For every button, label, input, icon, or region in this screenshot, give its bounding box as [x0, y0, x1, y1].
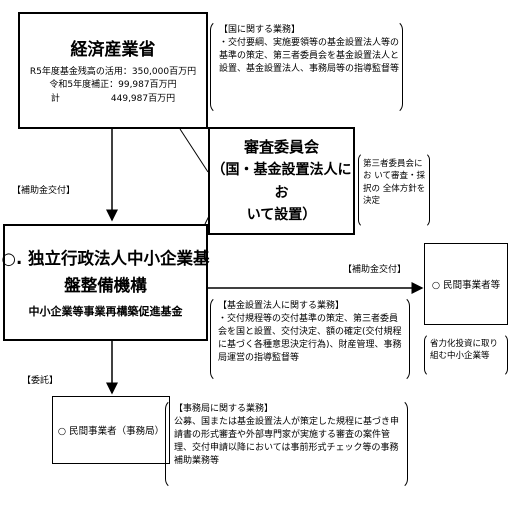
- national-note-heading: 【国に関する業務】: [219, 25, 301, 35]
- secretariat-note-body: 公募、国または基金設置法人が策定した規程に基づき申請書の形式審査や外部専門家が実…: [174, 417, 400, 467]
- smrj-box: ○. 独立行政法人中小企業基 盤整備機構 中小企業等事業再構築促進基金: [1, 224, 210, 341]
- smrj-subtitle: 中小企業等事業再構築促進基金: [28, 304, 183, 318]
- committee-line: いて設置）: [246, 207, 317, 224]
- fund-note-body: ・交付規程等の交付基準の策定、第三者委員会を国と設置、交付決定、額の確定(交付規…: [218, 314, 402, 364]
- meti-title: 経済産業省: [70, 39, 156, 60]
- national-note-body: ・交付要綱、実施要領等の基金設置法人等の基準の策定、第三者委員会を基金設置法人と…: [219, 38, 400, 75]
- committee-line: （国・基金設置法人にお: [211, 162, 352, 201]
- secretariat-box: ○ 民間事業者（事務局）: [52, 396, 170, 464]
- committee-note-bracket: [358, 152, 430, 228]
- meti-box: 経済産業省 R5年度基金残高の活用：350,000百万円 令和5年度補正：99,…: [18, 12, 208, 129]
- secretariat-note-heading: 【事務局に関する業務】: [174, 404, 274, 414]
- fund-note-heading: 【基金設置法人に関する業務】: [218, 301, 345, 311]
- sme-note-bracket: [424, 333, 508, 377]
- sme-note-body: 省力化投資に取り 組む中小企業等: [430, 339, 499, 362]
- secretariat-label: ○ 民間事業者（事務局）: [57, 426, 165, 437]
- subsidy-label-right: 【補助金交付】: [343, 265, 407, 275]
- meti-budget-line: R5年度基金残高の活用：350,000百万円: [29, 66, 197, 77]
- secretariat-note: 【事務局に関する業務】 公募、国または基金設置法人が策定した規程に基づき申請書の…: [174, 403, 404, 468]
- smrj-title-line-1: ○. 独立行政法人中小企業基: [1, 249, 210, 269]
- fund-note-bracket: [210, 296, 410, 382]
- private-business-label: ○ 民間事業者等: [431, 280, 501, 291]
- meti-total-value: 449,987百万円: [110, 93, 176, 104]
- meti-total-row: 計 449,987百万円: [51, 93, 175, 107]
- national-note: 【国に関する業務】 ・交付要綱、実施要領等の基金設置法人等の基準の策定、第三者委…: [219, 24, 399, 76]
- consign-label: 【委託】: [22, 376, 59, 386]
- meti-budget-line: 令和5年度補正：99,987百万円: [49, 80, 177, 91]
- committee-title: 審査委員会: [243, 138, 319, 157]
- meti-to-committee-line: [179, 128, 209, 173]
- smrj-title-line-2: 盤整備機構: [64, 275, 147, 295]
- national-note-bracket: [210, 20, 403, 114]
- committee-box: 審査委員会 （国・基金設置法人にお いて設置）: [208, 127, 355, 235]
- subsidy-label-left: 【補助金交付】: [12, 186, 76, 196]
- fund-note: 【基金設置法人に関する業務】 ・交付規程等の交付基準の策定、第三者委員会を国と設…: [218, 300, 406, 365]
- private-business-box: ○ 民間事業者等: [424, 243, 508, 325]
- meti-total-label: 計: [50, 93, 60, 104]
- secretariat-note-bracket: [165, 399, 408, 489]
- committee-note-body: 第三者委員会にお いて審査・採択の 全体方針を決定: [363, 159, 426, 206]
